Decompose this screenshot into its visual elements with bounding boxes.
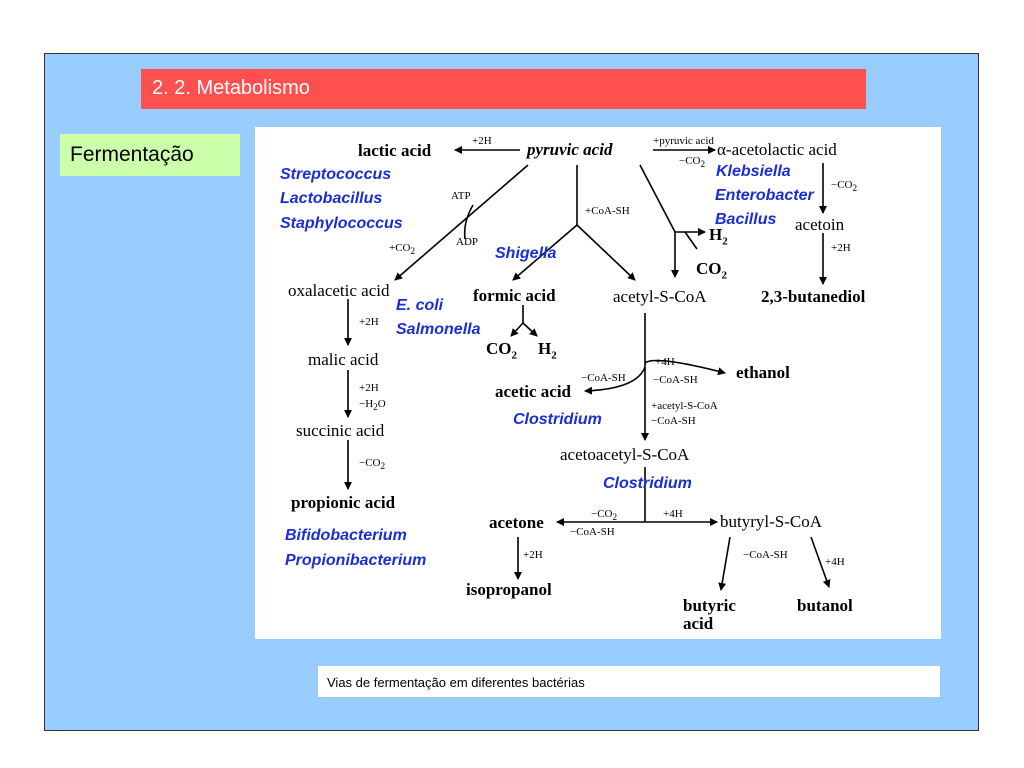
compound-butyric: butyric — [683, 596, 736, 615]
label-minus-coash-butyric: −CoA-SH — [743, 549, 788, 561]
label-plus4h-butanol: +4H — [825, 556, 845, 568]
compound-co2-top: CO2 — [696, 259, 727, 282]
arrow-pyruvic-to-oxalacetic — [394, 164, 529, 281]
arrow-formic-to-co2 — [510, 322, 524, 337]
label-plus2h-acetoin: +2H — [831, 242, 851, 254]
bacteria-enterobacter: Enterobacter — [715, 187, 814, 204]
compound-pyruvic-acid: pyruvic acid — [527, 140, 613, 159]
bacteria-salmonella: Salmonella — [396, 321, 481, 338]
label-minus-h2o: −H2O — [359, 398, 386, 413]
compound-butanol: butanol — [797, 596, 853, 615]
arrow-to-butyric — [718, 536, 731, 591]
label-minus-coash-acetoacetyl: −CoA-SH — [651, 415, 696, 427]
title-bar: 2. 2. Metabolismo — [141, 69, 866, 109]
bacteria-clostridium-1: Clostridium — [513, 411, 602, 428]
compound-butanediol: 2,3-butanediol — [761, 287, 866, 306]
section-label: Fermentação — [70, 143, 194, 166]
arrow-to-h2co2-stem — [639, 164, 676, 233]
compound-acetolactic-acid: α-acetolactic acid — [717, 140, 837, 159]
compound-acetyl-scoa: acetyl-S-CoA — [613, 287, 707, 306]
label-adp: ADP — [456, 236, 479, 248]
compound-oxalacetic-acid: oxalacetic acid — [288, 281, 390, 300]
label-plus2h-isopropanol: +2H — [523, 549, 543, 561]
bacteria-klebsiella: Klebsiella — [716, 163, 791, 180]
compound-formic-acid: formic acid — [473, 286, 556, 305]
compound-lactic-acid: lactic acid — [358, 141, 432, 160]
compound-acetic-acid: acetic acid — [495, 382, 571, 401]
label-plus4h-ethanol: +4H — [655, 356, 675, 368]
label-minus-co2-acetone: −CO2 — [591, 508, 618, 523]
label-plus4h-butyryl: +4H — [663, 508, 683, 520]
compound-h2-formic: H2 — [538, 339, 557, 362]
compound-h2-top: H2 — [709, 225, 728, 248]
slide-title: 2. 2. Metabolismo — [152, 77, 310, 99]
arrow-formic-to-h2 — [522, 322, 538, 337]
label-minus-co2-propionic: −CO2 — [359, 457, 386, 472]
label-atp: ATP — [451, 190, 471, 202]
compound-malic-acid: malic acid — [308, 350, 379, 369]
bacteria-streptococcus: Streptococcus — [280, 166, 392, 183]
label-minus-co2-top: −CO2 — [679, 155, 706, 170]
compound-acetoacetyl-scoa: acetoacetyl-S-CoA — [560, 445, 690, 464]
compound-acetone: acetone — [489, 513, 544, 532]
fermentation-pathway-diagram: lactic acid pyruvic acid α-acetolactic a… — [255, 127, 941, 639]
label-plus2h-lactic: +2H — [472, 135, 492, 147]
label-plus-co2: +CO2 — [389, 242, 416, 257]
arrow-to-ethanol — [644, 359, 726, 376]
label-plus-pyruvic: +pyruvic acid — [653, 135, 714, 147]
compound-succinic-acid: succinic acid — [296, 421, 385, 440]
compound-butyric-acid-line2: acid — [683, 614, 714, 633]
compound-co2-formic: CO2 — [486, 339, 517, 362]
compound-ethanol: ethanol — [736, 363, 790, 382]
label-plus-acetyl-scoa: +acetyl-S-CoA — [651, 400, 718, 412]
figure-caption: Vias de fermentação em diferentes bactér… — [327, 675, 585, 690]
label-minus-co2-acetoin: −CO2 — [831, 179, 858, 194]
compound-butyryl-scoa: butyryl-S-CoA — [720, 512, 822, 531]
arrow-to-acetic — [584, 366, 646, 395]
bacteria-shigella: Shigella — [495, 245, 557, 262]
compound-isopropanol: isopropanol — [466, 580, 552, 599]
arrow-atp-adp — [463, 204, 474, 240]
bacteria-ecoli: E. coli — [396, 297, 444, 314]
arrow-to-acetylscoa — [576, 224, 636, 281]
label-plus-coash: +CoA-SH — [585, 205, 630, 217]
arrow-to-butanol — [810, 536, 831, 588]
label-minus-coash-acetic: −CoA-SH — [581, 372, 626, 384]
bacteria-bifidobacterium: Bifidobacterium — [285, 527, 407, 544]
section-label-box: Fermentação — [60, 134, 240, 176]
compound-propionic-acid: propionic acid — [291, 493, 396, 512]
pathway-arrows — [344, 146, 831, 591]
compound-acetoin: acetoin — [795, 215, 845, 234]
bacteria-lactobacillus: Lactobacillus — [280, 190, 383, 207]
arrow-to-formic — [512, 224, 578, 281]
bacteria-propionibacterium: Propionibacterium — [285, 552, 427, 569]
bacteria-staphylococcus: Staphylococcus — [280, 215, 403, 232]
figure-caption-box: Vias de fermentação em diferentes bactér… — [318, 666, 940, 697]
label-plus2h-succinic: +2H — [359, 382, 379, 394]
label-plus2h-malic: +2H — [359, 316, 379, 328]
arrow-branch — [684, 231, 698, 250]
label-minus-coash-ethanol: −CoA-SH — [653, 374, 698, 386]
label-minus-coash-acetone: −CoA-SH — [570, 526, 615, 538]
bacteria-clostridium-2: Clostridium — [603, 475, 692, 492]
bacteria-bacillus: Bacillus — [715, 211, 777, 228]
